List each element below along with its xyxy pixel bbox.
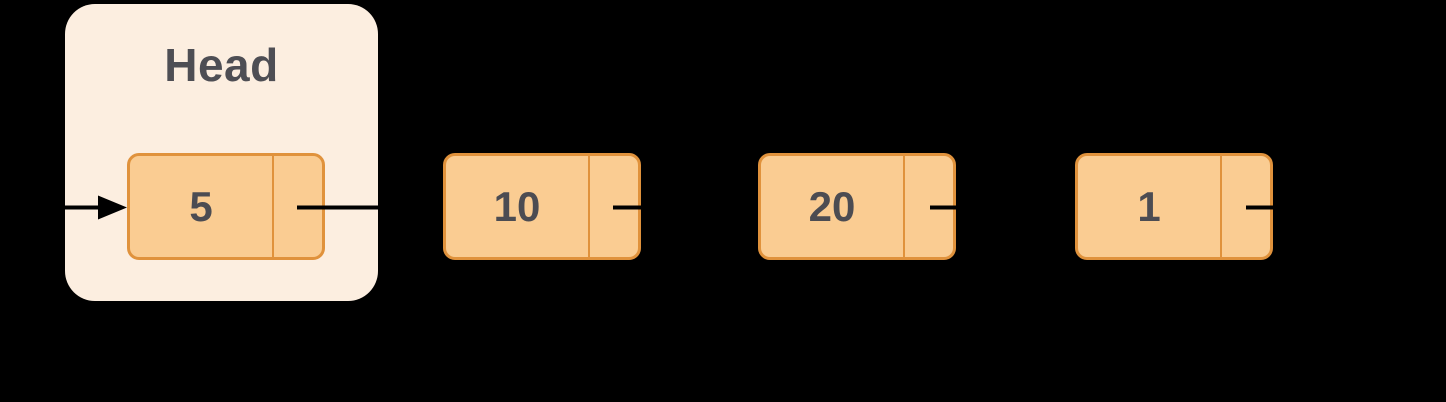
node-value-cell: 5 bbox=[130, 156, 272, 257]
node-value: 20 bbox=[808, 182, 856, 230]
list-node-1: 5 bbox=[127, 153, 325, 260]
node-pointer-cell bbox=[272, 156, 322, 257]
node-value: 1 bbox=[1137, 182, 1161, 230]
node-pointer-cell bbox=[588, 156, 638, 257]
node-value-cell: 20 bbox=[761, 156, 903, 257]
node-pointer-cell bbox=[1220, 156, 1270, 257]
node-value-cell: 1 bbox=[1078, 156, 1220, 257]
node-value: 10 bbox=[493, 182, 541, 230]
node-pointer-cell bbox=[903, 156, 953, 257]
list-node-2: 10 bbox=[443, 153, 641, 260]
list-node-3: 20 bbox=[758, 153, 956, 260]
head-label: Head bbox=[164, 39, 279, 91]
node-value: 5 bbox=[189, 182, 213, 230]
node-value-cell: 10 bbox=[446, 156, 588, 257]
list-node-4: 1 bbox=[1075, 153, 1273, 260]
